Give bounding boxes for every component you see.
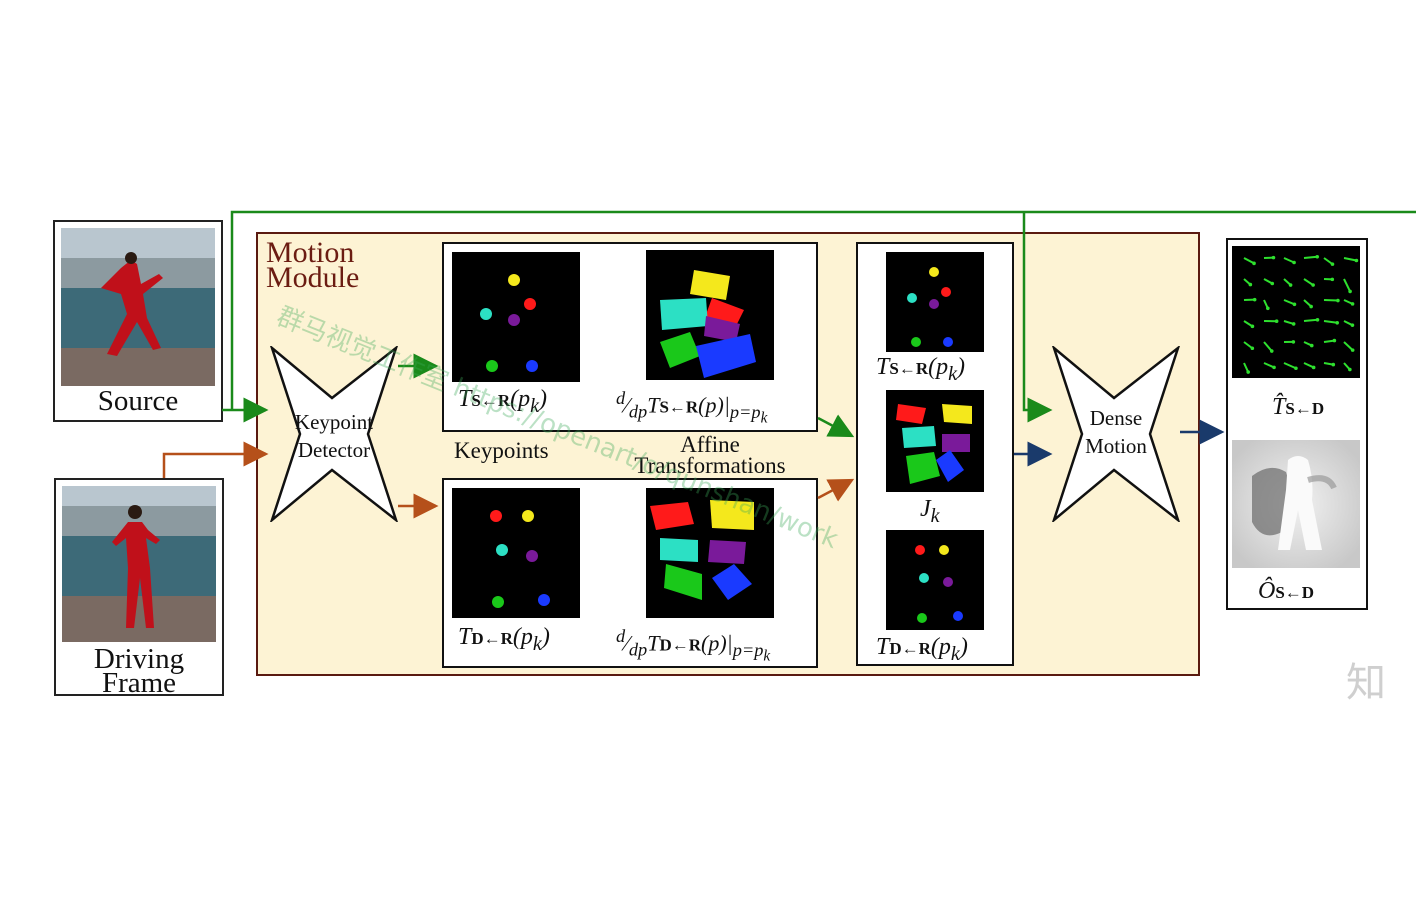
combined-transform-panel: TS←R(pk) Jk TD←R(pk)	[856, 242, 1014, 666]
flow-vector-head	[1332, 338, 1337, 343]
flow-vector-head	[1250, 324, 1255, 329]
flow-vector-head	[1291, 340, 1296, 344]
flow-vector-head	[1246, 370, 1250, 374]
flow-vector-head	[1288, 283, 1293, 287]
flow-vector-head	[1350, 348, 1355, 352]
flow-vector-head	[1348, 289, 1352, 294]
flow-vector-head	[1266, 306, 1270, 311]
driving-affine-map	[646, 488, 774, 618]
flow-vector-head	[1336, 298, 1340, 303]
keypoint-detector-label: Keypoint Detector	[294, 410, 374, 462]
source-affine-formula: d⁄dpTS←R(p)|p=pk	[616, 388, 768, 427]
driving-to-detector-arrow	[162, 441, 269, 478]
flow-vector-head	[1294, 366, 1298, 371]
flow-vector-head	[1335, 320, 1339, 325]
flow-vector-head	[1354, 258, 1359, 263]
flow-vector-head	[1311, 283, 1315, 287]
motion-module-title: Motion Module	[266, 236, 360, 294]
driving-keypoints-map	[452, 488, 580, 618]
flow-field-map	[1232, 246, 1360, 378]
occlusion-formula: ÔS←D	[1258, 578, 1315, 604]
combined-source-keypoints	[886, 252, 984, 352]
flow-vector-head	[1311, 365, 1316, 370]
output-panel: T̂S←D ÔS←D	[1226, 238, 1368, 610]
corner-watermark: 知	[1346, 660, 1386, 706]
flow-vector-head	[1248, 282, 1253, 287]
source-image-box: Source	[53, 220, 223, 422]
driving-keypoints-formula: TD←R(pk)	[458, 624, 550, 655]
flow-vector-head	[1309, 304, 1313, 309]
flow-vector	[1303, 255, 1318, 259]
driving-photo	[62, 486, 216, 642]
flow-vector-head	[1272, 365, 1276, 370]
driving-caption-line1: Driving	[93, 643, 185, 675]
jacobian-map	[886, 390, 984, 492]
combined-driving-keypoints	[886, 530, 984, 630]
flow-vector-head	[1331, 362, 1336, 367]
flow-vector-head	[1250, 346, 1255, 351]
flow-vector-head	[1291, 322, 1296, 326]
source-photo	[61, 228, 215, 386]
flow-vector-head	[1252, 261, 1256, 266]
flow-vector-head	[1330, 277, 1335, 282]
flow-formula: T̂S←D	[1272, 394, 1325, 420]
flow-vector-head	[1350, 302, 1355, 306]
jacobian-formula: Jk	[920, 496, 940, 527]
keypoints-label: Keypoints	[454, 438, 549, 463]
dense-motion-label: Dense Motion	[1085, 406, 1147, 458]
driving-transform-panel: TD←R(pk) d⁄dpTD←R(p)|p=pk	[442, 478, 818, 668]
flow-vector-head	[1315, 318, 1320, 322]
flow-vector-head	[1350, 323, 1355, 327]
flow-vector-head	[1274, 319, 1279, 323]
driving-caption-line2: Frame	[101, 667, 177, 699]
flow-vector-head	[1270, 281, 1275, 286]
source-caption: Source	[97, 385, 179, 417]
flow-vector-head	[1348, 367, 1352, 372]
driving-affine-formula: d⁄dpTD←R(p)|p=pk	[616, 626, 771, 665]
flow-vector	[1323, 299, 1338, 302]
flow-vector-head	[1252, 297, 1257, 302]
occlusion-map	[1232, 440, 1360, 568]
combined-source-formula: TS←R(pk)	[876, 354, 965, 385]
driving-image-box: Driving Frame	[54, 478, 224, 699]
flow-vector-head	[1292, 302, 1297, 307]
flow-vector-head	[1315, 255, 1320, 259]
source-affine-map	[646, 250, 774, 380]
source-keypoints-map	[452, 252, 580, 382]
flow-vector-head	[1292, 260, 1296, 265]
flow-vector-head	[1271, 255, 1276, 260]
flow-vector-head	[1309, 343, 1314, 348]
flow-vector	[1303, 318, 1318, 322]
combined-driving-formula: TD←R(pk)	[876, 634, 968, 665]
dense-motion: Dense Motion	[1051, 344, 1181, 524]
flow-vector-head	[1330, 262, 1335, 266]
affine-label: Affine Transformations	[634, 432, 786, 478]
flow-vector-head	[1269, 349, 1274, 353]
